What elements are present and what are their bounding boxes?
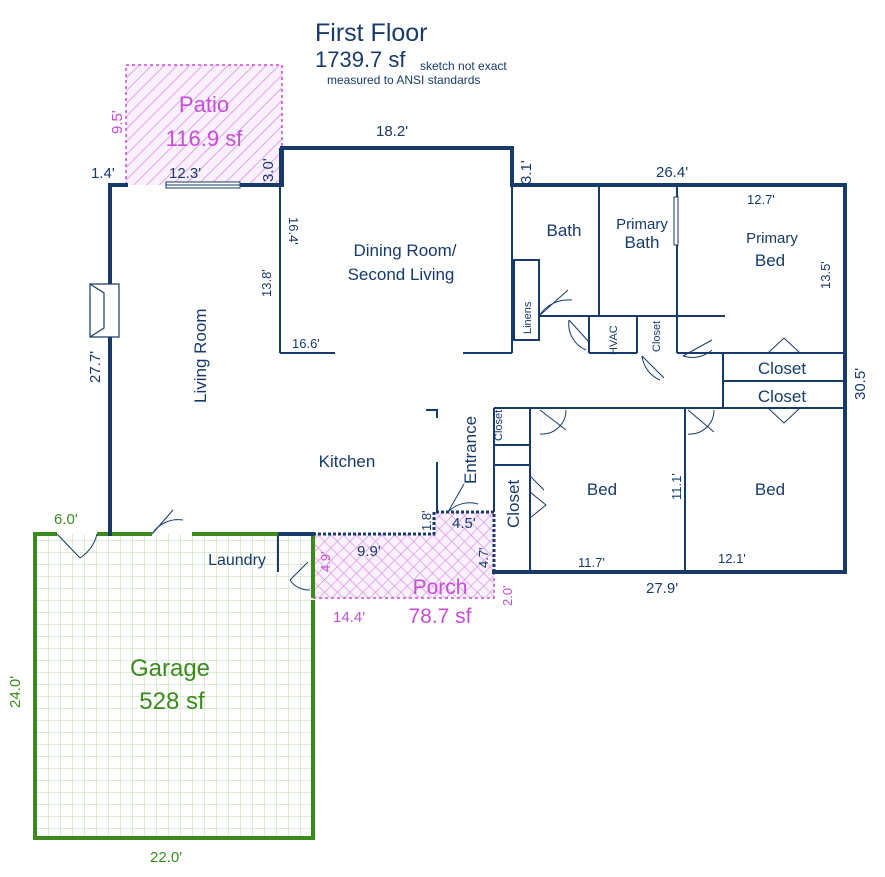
laundry-label: Laundry (208, 552, 266, 569)
dim-dining-bottom: 16.6' (292, 336, 320, 351)
dim-garage-top-left: 6.0' (54, 511, 78, 528)
dim-dining-top: 18.2' (376, 123, 408, 140)
dim-primary-bed-height: 13.5' (818, 261, 833, 289)
patio-area (125, 64, 283, 185)
patio-label: Patio (179, 92, 229, 117)
interior-walls (277, 148, 845, 572)
primary-bath-label-1: Primary (616, 216, 668, 233)
dim-dining-depth-b: 13.8' (259, 269, 274, 297)
primary-bath-label-2: Bath (625, 233, 660, 252)
door-swings (56, 289, 801, 591)
dim-bed2-width: 12.1' (718, 551, 746, 566)
entrance-label: Entrance (461, 416, 480, 484)
dim-porch-left: 4.9' (318, 551, 333, 572)
linens-label: Linens (522, 301, 534, 334)
dim-bed1-width: 11.7' (578, 555, 605, 570)
closet-entry-small-label: Closet (493, 410, 505, 441)
floor-title: First Floor (315, 19, 428, 47)
living-room-label: Living Room (191, 309, 210, 404)
garage-area-label: 528 sf (139, 688, 205, 715)
dim-house-top-right: 26.4' (656, 164, 688, 181)
dim-patio-left-step: 1.4' (91, 165, 115, 182)
primary-bed-label-2: Bed (755, 251, 785, 270)
dim-garage-height: 24.0' (7, 676, 24, 708)
patio-area-label: 116.9 sf (166, 126, 244, 151)
dim-porch-inner-height: 4.7' (476, 547, 491, 568)
patio-door (165, 181, 241, 189)
porch-area-label: 78.7 sf (408, 605, 471, 628)
closet-bottom-label: Closet (758, 387, 806, 406)
closet-entry-label: Closet (504, 480, 523, 528)
porch-area (313, 512, 495, 599)
second-living-label: Second Living (348, 265, 455, 284)
garage-label: Garage (130, 655, 210, 682)
sketch-note: sketch not exact (420, 59, 507, 73)
primary-bed-label-1: Primary (746, 230, 798, 247)
kitchen-label: Kitchen (319, 452, 376, 471)
dining-room-label: Dining Room/ (354, 241, 457, 260)
dim-patio-width: 12.3' (169, 165, 201, 182)
fireplace (89, 283, 120, 338)
dim-garage-width: 22.0' (150, 849, 182, 866)
dim-house-left: 27.7' (87, 351, 104, 383)
porch-label: Porch (413, 576, 468, 599)
ansi-note: measured to ANSI standards (327, 73, 480, 87)
dim-patio-height: 9.5' (109, 110, 126, 134)
garage-area (33, 532, 315, 840)
dim-entry-step: 1.8' (419, 510, 434, 531)
dim-dining-right-step: 3.1' (518, 160, 535, 184)
closet-small-label: Closet (651, 321, 663, 352)
dim-house-right: 30.5' (852, 368, 869, 400)
dim-porch-bottom: 14.4' (333, 609, 365, 626)
bath-label: Bath (547, 221, 582, 240)
dim-porch-right: 2.0' (500, 585, 515, 606)
dim-patio-right-step: 3.0' (260, 158, 277, 182)
dim-porch-top: 9.9' (357, 543, 381, 560)
closet-top-label: Closet (758, 359, 806, 378)
total-area: 1739.7 sf (315, 47, 406, 72)
bed-1-label: Bed (587, 480, 617, 499)
exterior-walls (108, 146, 847, 574)
dim-porch-inner-width: 4.5' (452, 515, 476, 532)
bed-2-label: Bed (755, 480, 785, 499)
dim-primary-bed-width: 12.7' (747, 192, 775, 207)
dim-bed2-height: 11.1' (669, 473, 684, 500)
hvac-label: HVAC (608, 325, 620, 355)
dim-house-bottom: 27.9' (646, 580, 678, 597)
dim-dining-depth-a: 16.4' (286, 217, 301, 245)
